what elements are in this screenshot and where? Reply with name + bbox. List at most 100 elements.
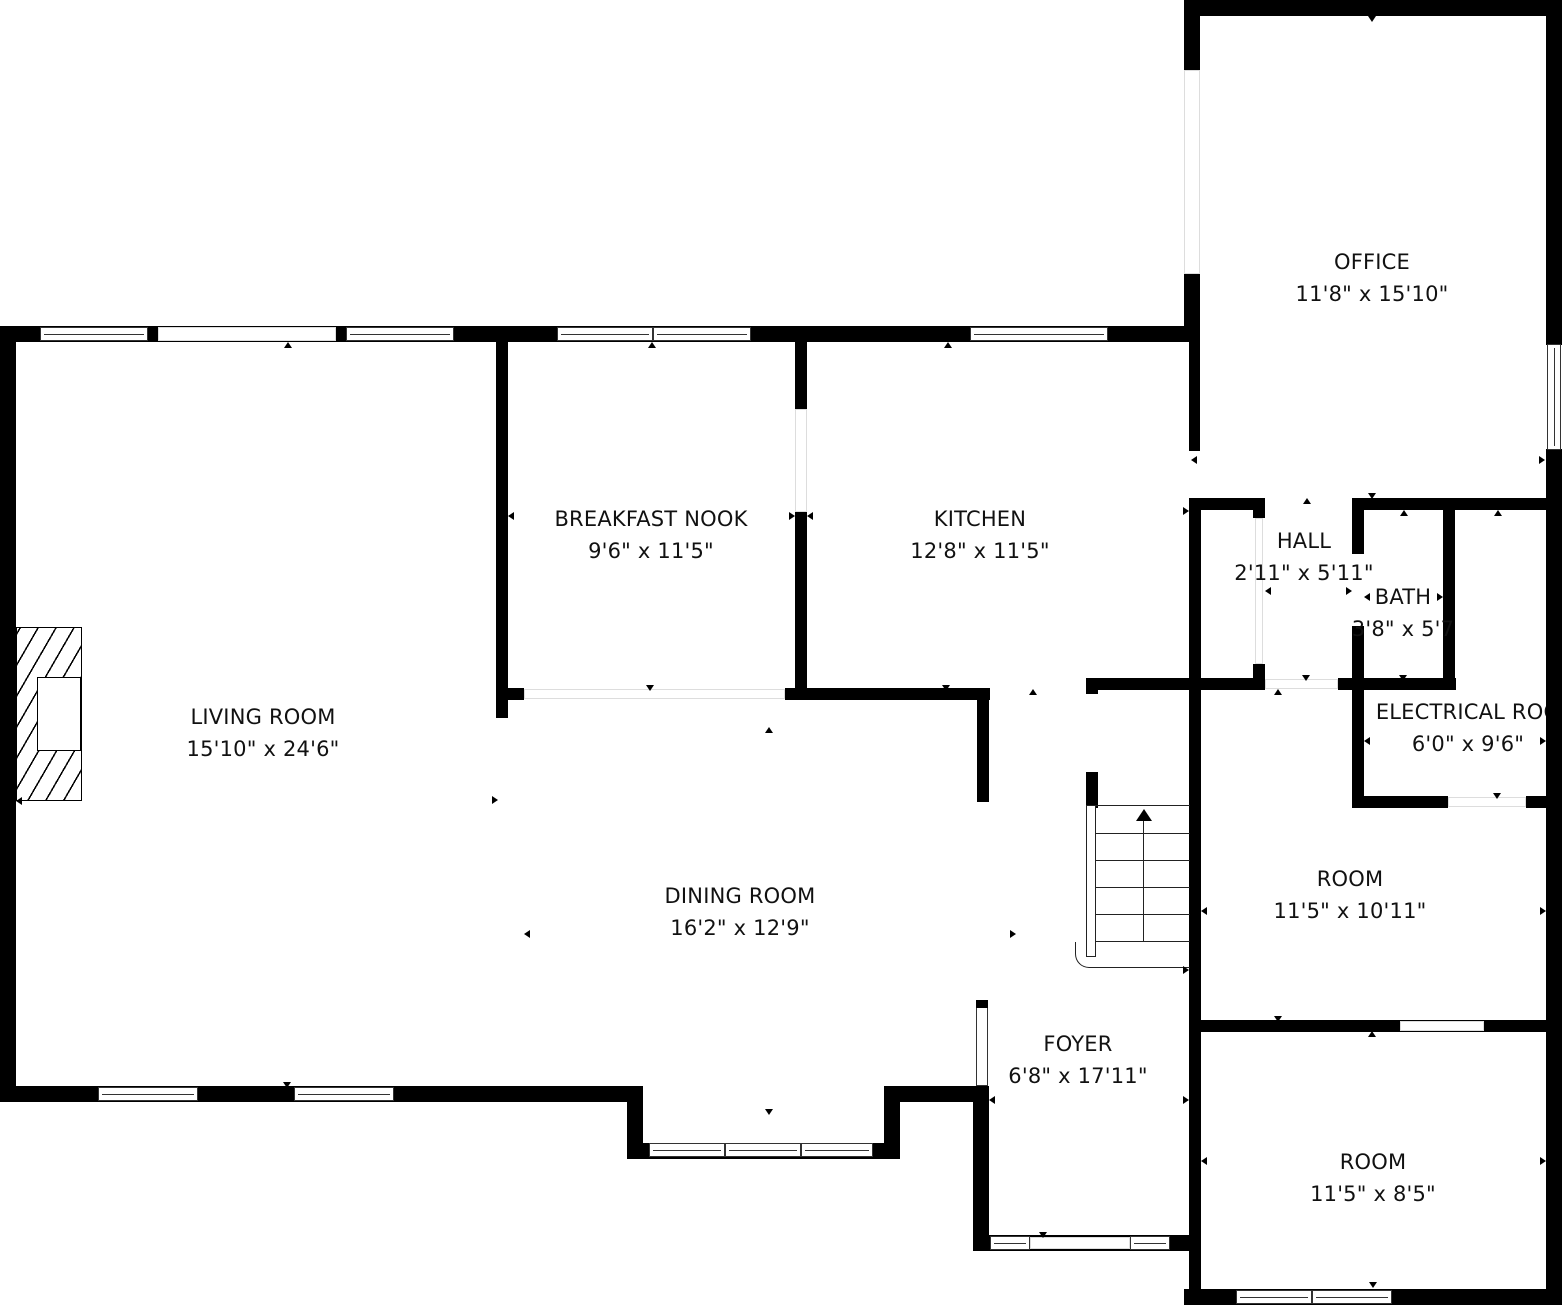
- marker-icon: [1201, 907, 1207, 915]
- room-dimensions: 11'8" x 15'10": [1295, 282, 1449, 306]
- wall: [1086, 678, 1196, 690]
- marker-icon: [1183, 507, 1189, 515]
- wall: [1546, 0, 1562, 345]
- stairs-icon: [1096, 805, 1190, 942]
- wall: [1086, 772, 1098, 808]
- wall: [496, 326, 508, 718]
- marker-icon: [283, 1082, 291, 1088]
- marker-icon: [944, 342, 952, 348]
- wall: [1352, 498, 1562, 510]
- room-label-breakfast-nook: BREAKFAST NOOK 9'6" x 11'5": [554, 503, 747, 567]
- room-name: ELECTRICAL ROO: [1375, 700, 1561, 724]
- marker-icon: [1183, 966, 1189, 974]
- wall: [1546, 449, 1562, 1305]
- marker-icon: [1265, 587, 1271, 595]
- room-name: LIVING ROOM: [190, 705, 336, 729]
- marker-icon: [807, 512, 813, 520]
- wall: [1189, 498, 1201, 1033]
- wall: [973, 1086, 989, 1251]
- window: [725, 1143, 801, 1157]
- wall: [1352, 626, 1364, 808]
- room-label-foyer: FOYER 6'8" x 17'11": [1008, 1028, 1147, 1092]
- marker-icon: [524, 930, 530, 938]
- room-name: OFFICE: [1333, 250, 1410, 274]
- marker-icon: [1368, 1031, 1376, 1037]
- room-label-dining-room: DINING ROOM 16'2" x 12'9": [665, 880, 816, 944]
- wall: [1189, 678, 1265, 690]
- window: [1130, 1236, 1170, 1250]
- marker-icon: [648, 342, 656, 348]
- wall: [1352, 498, 1364, 554]
- window: [1547, 344, 1561, 450]
- window: [649, 1143, 725, 1157]
- room-dimensions: 11'5" x 10'11": [1273, 899, 1427, 923]
- door-opening: [795, 409, 807, 512]
- marker-icon: [1540, 1157, 1546, 1165]
- marker-icon: [1539, 456, 1545, 464]
- room-name: BATH: [1374, 585, 1432, 609]
- wall: [1184, 0, 1200, 70]
- marker-icon: [508, 512, 514, 520]
- wall: [976, 1000, 988, 1008]
- marker-icon: [1368, 16, 1376, 22]
- wall: [1443, 498, 1455, 690]
- wall: [884, 1086, 900, 1159]
- marker-icon: [1368, 493, 1376, 499]
- room-label-office: OFFICE 11'8" x 15'10": [1296, 246, 1449, 310]
- marker-icon: [765, 727, 773, 733]
- wall: [795, 512, 807, 700]
- room-dimensions: 6'8" x 17'11": [1008, 1064, 1148, 1088]
- wall: [1253, 498, 1265, 518]
- wall: [1546, 690, 1562, 750]
- room-label-bath: BATH 3'8" x 5'7: [1352, 581, 1454, 645]
- wall: [1338, 678, 1456, 690]
- room-label-kitchen: KITCHEN 12'8" x 11'5": [910, 503, 1049, 567]
- wall: [627, 1086, 643, 1159]
- room-dimensions: 11'5" x 8'5": [1310, 1182, 1436, 1206]
- fireplace-icon: [16, 627, 82, 801]
- room-label-living-room: LIVING ROOM 15'10" x 24'6": [187, 701, 340, 765]
- room-dimensions: 15'10" x 24'6": [186, 737, 340, 761]
- wall: [976, 1000, 988, 1086]
- room-name: KITCHEN: [933, 507, 1027, 531]
- marker-icon: [1029, 689, 1037, 695]
- door-opening: [1400, 1021, 1484, 1031]
- window: [801, 1143, 873, 1157]
- room-dimensions: 16'2" x 12'9": [670, 916, 810, 940]
- wall: [785, 688, 990, 700]
- marker-icon: [646, 685, 654, 691]
- marker-icon: [1399, 675, 1407, 681]
- room-name: DINING ROOM: [664, 884, 816, 908]
- room-name: FOYER: [1043, 1032, 1113, 1056]
- room-label-room-2: ROOM 11'5" x 8'5": [1310, 1146, 1436, 1210]
- marker-icon: [492, 796, 498, 804]
- wall: [1086, 678, 1098, 694]
- room-label-hall: HALL 2'11" x 5'11": [1234, 525, 1373, 589]
- marker-icon: [1303, 498, 1311, 504]
- wall: [884, 1086, 989, 1102]
- wall: [0, 326, 16, 1102]
- room-name: BREAKFAST NOOK: [554, 507, 748, 531]
- firebox: [37, 677, 81, 751]
- room-name: HALL: [1276, 529, 1332, 553]
- door-opening: [1184, 70, 1200, 274]
- marker-icon: [765, 1109, 773, 1115]
- marker-icon: [1437, 593, 1443, 601]
- marker-icon: [1302, 675, 1310, 681]
- marker-icon: [1183, 1096, 1189, 1104]
- window: [1312, 1290, 1392, 1304]
- door-opening: [1255, 518, 1263, 664]
- room-label-electrical-room: ELECTRICAL ROO 6'0" x 9'6": [1376, 696, 1560, 760]
- arrow-up-icon: [1136, 809, 1152, 821]
- room-name: ROOM: [1339, 1150, 1407, 1174]
- room-dimensions: 9'6" x 11'5": [588, 539, 714, 563]
- wall: [1189, 1020, 1201, 1305]
- window: [1236, 1290, 1312, 1304]
- marker-icon: [16, 797, 22, 805]
- stair-railing-curve: [1075, 942, 1190, 968]
- room-dimensions: 2'11" x 5'11": [1234, 561, 1374, 585]
- window: [294, 1087, 394, 1101]
- room-name: ROOM: [1316, 867, 1384, 891]
- window: [40, 327, 148, 341]
- marker-icon: [1493, 793, 1501, 799]
